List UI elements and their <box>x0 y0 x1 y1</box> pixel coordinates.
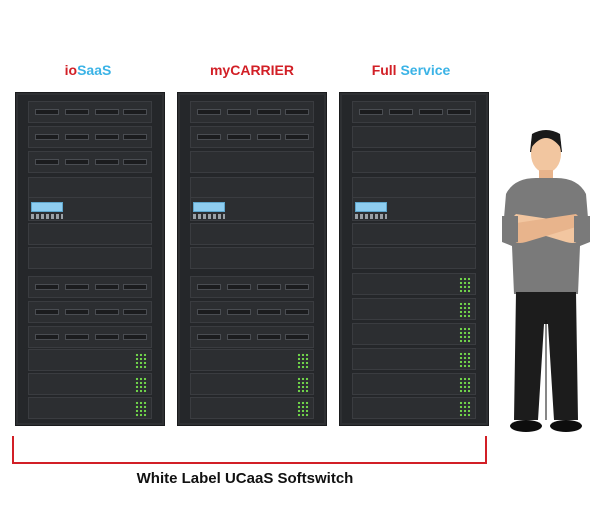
led-unit <box>28 349 152 371</box>
led-unit <box>190 373 314 395</box>
blank-unit <box>352 247 476 269</box>
led-unit <box>352 373 476 395</box>
led-unit <box>28 397 152 419</box>
led-unit <box>352 323 476 345</box>
led-unit <box>352 348 476 370</box>
drive-unit <box>190 126 314 148</box>
status-leds-icon <box>459 377 471 393</box>
drive-unit <box>190 276 314 298</box>
drive-unit <box>28 101 152 123</box>
blank-unit <box>190 223 314 245</box>
status-leds-icon <box>135 377 147 393</box>
blank-unit <box>352 223 476 245</box>
server-rack-mycarrier <box>177 92 327 426</box>
status-leds-icon <box>297 377 309 393</box>
lcd-display-icon <box>31 202 63 212</box>
status-leds-icon <box>135 401 147 417</box>
drive-unit <box>352 101 476 123</box>
drive-unit <box>28 276 152 298</box>
led-unit <box>352 273 476 295</box>
rack-label-part2: SaaS <box>77 62 112 78</box>
drive-unit <box>190 301 314 323</box>
drive-unit <box>190 101 314 123</box>
control-unit <box>352 197 476 221</box>
status-leds-icon <box>459 352 471 368</box>
drive-unit <box>28 301 152 323</box>
blank-unit <box>190 247 314 269</box>
led-unit <box>190 349 314 371</box>
status-leds-icon <box>459 277 471 293</box>
status-leds-icon <box>459 327 471 343</box>
grouping-bracket <box>12 436 487 464</box>
control-unit <box>190 197 314 221</box>
rack-label-part1: my <box>209 62 231 78</box>
status-leds-icon <box>297 353 309 369</box>
rack-label-full-service: Full Service <box>331 62 491 78</box>
lcd-display-icon <box>193 202 225 212</box>
status-leds-icon <box>459 302 471 318</box>
blank-unit <box>28 247 152 269</box>
blank-unit <box>190 151 314 173</box>
drive-unit <box>28 326 152 348</box>
led-unit <box>352 397 476 419</box>
rack-label-mycarrier: myCARRIER <box>172 62 332 78</box>
led-unit <box>28 373 152 395</box>
rack-label-part2: Service <box>400 62 451 78</box>
led-unit <box>352 298 476 320</box>
rack-label-part1: io <box>64 62 78 78</box>
server-rack-full-service <box>339 92 489 426</box>
drive-unit <box>28 126 152 148</box>
lcd-display-icon <box>355 202 387 212</box>
drive-unit <box>28 151 152 173</box>
control-unit <box>28 197 152 221</box>
rack-label-part1: Full <box>371 62 401 78</box>
rack-label-iosaas: ioSaaS <box>8 62 168 78</box>
blank-unit <box>28 223 152 245</box>
blank-unit <box>352 126 476 148</box>
blank-unit <box>352 151 476 173</box>
led-unit <box>190 397 314 419</box>
person-illustration <box>502 130 590 432</box>
status-leds-icon <box>459 401 471 417</box>
rack-label-part2: CARRIER <box>230 62 294 78</box>
drive-unit <box>190 326 314 348</box>
status-leds-icon <box>135 353 147 369</box>
server-rack-iosaas <box>15 92 165 426</box>
status-leds-icon <box>297 401 309 417</box>
caption-white-label-ucaas-softswitch: White Label UCaaS Softswitch <box>136 470 354 487</box>
